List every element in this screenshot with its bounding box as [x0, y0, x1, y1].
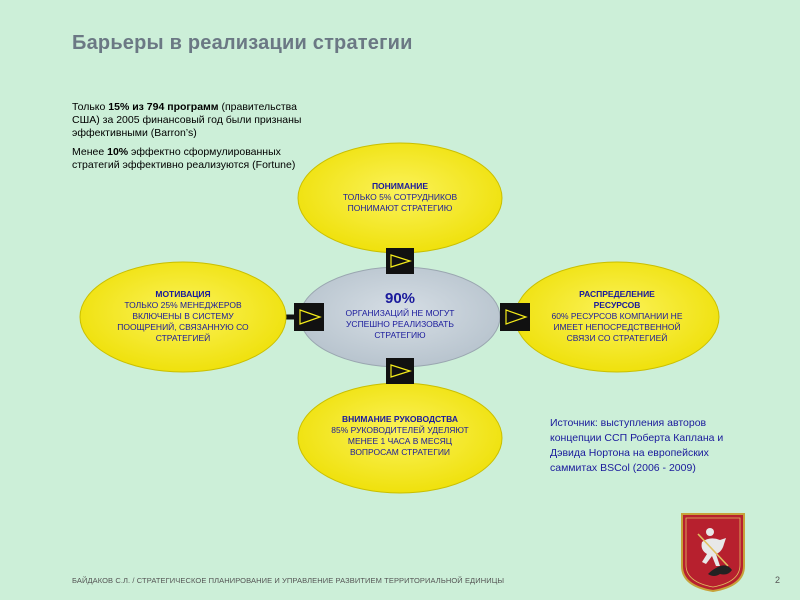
stat-paragraph-2: Менее 10% эффектно сформулированных стра…: [72, 146, 296, 171]
center-description: ОРГАНИЗАЦИЙ НЕ МОГУТ УСПЕШНО РЕАЛИЗОВАТЬ…: [345, 308, 455, 340]
motivation-text: ТОЛЬКО 25% МЕНЕДЖЕРОВ ВКЛЮЧЕНЫ В СИСТЕМУ…: [117, 300, 249, 343]
arrow-box-left: [294, 303, 324, 331]
understanding-label: ПОНИМАНИЕ ТОЛЬКО 5% СОТРУДНИКОВ ПОНИМАЮТ…: [332, 181, 468, 214]
leadership-label: ВНИМАНИЕ РУКОВОДСТВА 85% РУКОВОДИТЕЛЕЙ У…: [328, 414, 472, 458]
understanding-text: ТОЛЬКО 5% СОТРУДНИКОВ ПОНИМАЮТ СТРАТЕГИЮ: [342, 192, 458, 213]
motivation-label: МОТИВАЦИЯ ТОЛЬКО 25% МЕНЕДЖЕРОВ ВКЛЮЧЕНЫ…: [110, 289, 256, 344]
ellipse-motivation: [79, 261, 287, 373]
arrow-box-top: [386, 248, 414, 274]
resources-heading: РАСПРЕДЕЛЕНИЕ РЕСУРСОВ: [579, 289, 655, 310]
statistics-block: Только 15% из 794 программ (правительств…: [72, 101, 307, 178]
moscow-coat-of-arms-icon: [681, 513, 745, 592]
leadership-heading: ВНИМАНИЕ РУКОВОДСТВА: [342, 414, 458, 424]
motivation-heading: МОТИВАЦИЯ: [155, 289, 211, 299]
stat-paragraph-1: Только 15% из 794 программ (правительств…: [72, 101, 302, 139]
arrow-box-right: [500, 303, 530, 331]
leadership-text: 85% РУКОВОДИТЕЛЕЙ УДЕЛЯЮТ МЕНЕЕ 1 ЧАСА В…: [331, 425, 469, 457]
understanding-heading: ПОНИМАНИЕ: [371, 181, 429, 191]
resources-text: 60% РЕСУРСОВ КОМПАНИИ НЕ ИМЕЕТ НЕПОСРЕДС…: [551, 311, 683, 343]
center-percent: 90%: [384, 290, 416, 307]
arrow-box-bottom: [386, 358, 414, 384]
page-number: 2: [775, 575, 781, 585]
resources-label: РАСПРЕДЕЛЕНИЕ РЕСУРСОВ 60% РЕСУРСОВ КОМП…: [548, 289, 686, 344]
center-label: 90% ОРГАНИЗАЦИЙ НЕ МОГУТ УСПЕШНО РЕАЛИЗО…: [335, 290, 465, 341]
slide-title: Барьеры в реализации стратегии: [72, 32, 413, 54]
source-note: Источник: выступления авторов концепции …: [550, 417, 724, 474]
footer-text: БАЙДАКОВ С.Л. / СТРАТЕГИЧЕСКОЕ ПЛАНИРОВА…: [72, 576, 505, 585]
